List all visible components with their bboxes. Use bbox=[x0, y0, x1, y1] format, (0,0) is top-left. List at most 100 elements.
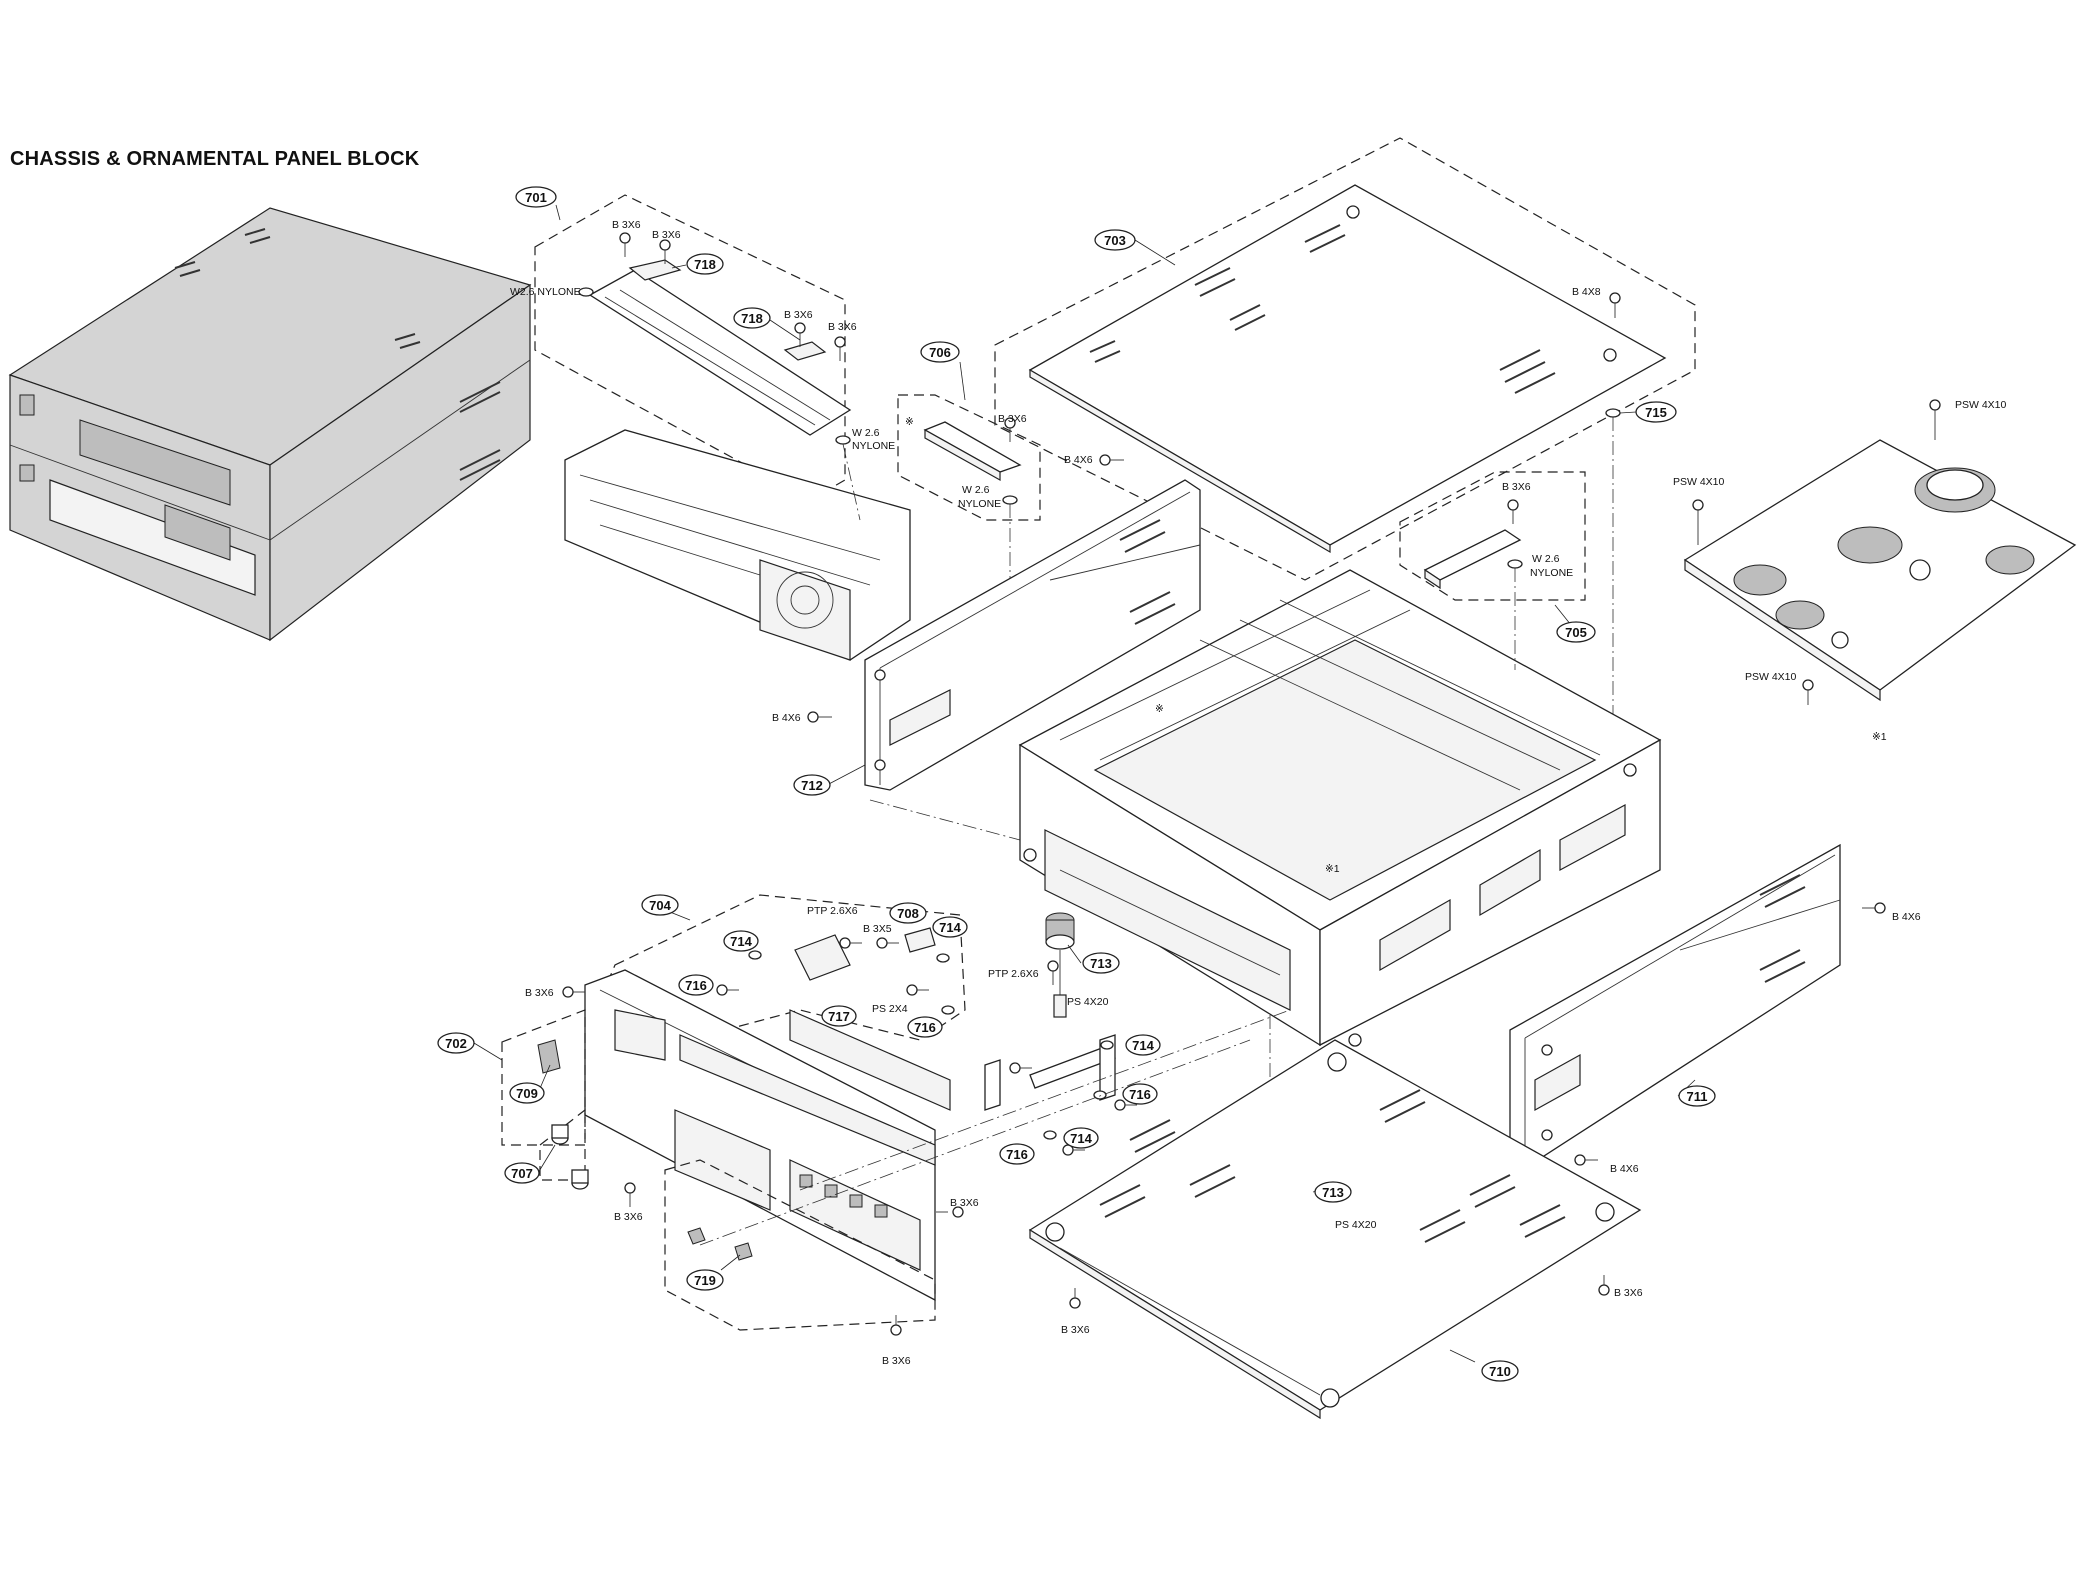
washer-label: W 2.6 bbox=[852, 427, 880, 439]
foot-713-upper bbox=[1045, 912, 1075, 1018]
svg-text:714: 714 bbox=[730, 934, 752, 949]
screw-icon bbox=[1598, 1275, 1610, 1296]
part-label-718: 718 bbox=[686, 253, 724, 275]
part-label-713: 713 bbox=[1082, 952, 1120, 974]
screw-icon bbox=[890, 1315, 902, 1336]
svg-text:714: 714 bbox=[1132, 1038, 1154, 1053]
screw-icon bbox=[1802, 679, 1814, 705]
knob-icon bbox=[571, 1169, 589, 1190]
part-label-714: 714 bbox=[1125, 1034, 1161, 1056]
screw-icon bbox=[1609, 292, 1621, 318]
screw-icon bbox=[834, 336, 846, 361]
screw-icon bbox=[1047, 960, 1059, 985]
washer-icon bbox=[1002, 495, 1018, 505]
part-group-712 bbox=[807, 454, 1201, 841]
screw-label: B 4X8 bbox=[1572, 286, 1601, 298]
screw-icon bbox=[906, 984, 929, 996]
washer-icon bbox=[1100, 1040, 1114, 1050]
washer-label: W 2.6 bbox=[1532, 553, 1560, 565]
screw-icon bbox=[562, 986, 585, 998]
svg-text:713: 713 bbox=[1090, 956, 1112, 971]
part-group-704 bbox=[501, 894, 1291, 1336]
screw-icon bbox=[1114, 1099, 1137, 1111]
svg-text:714: 714 bbox=[939, 920, 961, 935]
screw-label: B 3X6 bbox=[652, 229, 681, 241]
screw-icon bbox=[619, 232, 631, 257]
washer-icon bbox=[1043, 1130, 1057, 1140]
svg-text:705: 705 bbox=[1565, 625, 1587, 640]
part-group-701 bbox=[534, 194, 911, 661]
screw-icon bbox=[839, 937, 862, 949]
screw-icon bbox=[1929, 399, 1941, 440]
svg-text:716: 716 bbox=[1129, 1087, 1151, 1102]
svg-text:702: 702 bbox=[445, 1036, 467, 1051]
screw-label: B 3X6 bbox=[784, 309, 813, 321]
screw-label: B 3X6 bbox=[1502, 481, 1531, 493]
washer-label: NYLONE bbox=[852, 440, 895, 452]
part-label-714: 714 bbox=[932, 916, 968, 938]
screw-label: PS 4X20 bbox=[1335, 1219, 1377, 1231]
svg-text:716: 716 bbox=[685, 978, 707, 993]
part-group-705 bbox=[1399, 471, 1586, 670]
part-label-713: 713 bbox=[1314, 1181, 1352, 1203]
screw-label: B 3X6 bbox=[950, 1197, 979, 1209]
svg-text:707: 707 bbox=[511, 1166, 533, 1181]
svg-text:701: 701 bbox=[525, 190, 547, 205]
part-label-701: 701 bbox=[515, 186, 557, 208]
part-label-710: 710 bbox=[1481, 1360, 1519, 1382]
part-label-719: 719 bbox=[686, 1269, 724, 1291]
note-mark: ※ bbox=[1155, 703, 1164, 715]
washer-icon bbox=[1605, 408, 1621, 418]
diagram-title: CHASSIS & ORNAMENTAL PANEL BLOCK bbox=[10, 148, 420, 170]
svg-text:716: 716 bbox=[914, 1020, 936, 1035]
svg-text:704: 704 bbox=[649, 898, 671, 913]
screw-label: B 3X6 bbox=[1614, 1287, 1643, 1299]
screw-label: PS 2X4 bbox=[872, 1003, 908, 1015]
part-label-716: 716 bbox=[907, 1016, 943, 1038]
screw-label: PSW 4X10 bbox=[1673, 476, 1725, 488]
screw-label: PSW 4X10 bbox=[1955, 399, 2007, 411]
part-group-710 bbox=[1028, 1039, 1642, 1420]
screw-icon bbox=[659, 239, 671, 264]
svg-text:710: 710 bbox=[1489, 1364, 1511, 1379]
washer-label: W2.6 NYLONE bbox=[510, 286, 581, 298]
svg-text:708: 708 bbox=[897, 906, 919, 921]
svg-text:713: 713 bbox=[1322, 1185, 1344, 1200]
svg-text:711: 711 bbox=[1687, 1089, 1708, 1104]
screw-label: B 4X6 bbox=[1892, 911, 1921, 923]
screw-icon bbox=[1069, 1288, 1081, 1309]
part-label-714: 714 bbox=[723, 930, 759, 952]
part-label-702: 702 bbox=[437, 1032, 475, 1054]
screw-icon bbox=[624, 1182, 636, 1207]
screw-icon bbox=[936, 1206, 964, 1218]
screw-label: B 4X6 bbox=[1064, 454, 1093, 466]
screw-label: B 4X6 bbox=[1610, 1163, 1639, 1175]
screw-label: B 3X6 bbox=[1061, 1324, 1090, 1336]
svg-text:714: 714 bbox=[1070, 1131, 1092, 1146]
washer-label: NYLONE bbox=[958, 498, 1001, 510]
svg-text:703: 703 bbox=[1104, 233, 1126, 248]
part-label-709: 709 bbox=[509, 1082, 545, 1104]
part-label-716: 716 bbox=[999, 1143, 1035, 1165]
part-label-718: 718 bbox=[733, 307, 771, 329]
svg-text:709: 709 bbox=[516, 1086, 538, 1101]
part-label-716: 716 bbox=[1122, 1083, 1158, 1105]
svg-text:719: 719 bbox=[694, 1273, 716, 1288]
screw-label: B 3X6 bbox=[828, 321, 857, 333]
screw-label: B 3X6 bbox=[998, 413, 1027, 425]
part-label-716: 716 bbox=[678, 974, 714, 996]
part-group-711 bbox=[1509, 843, 1886, 1166]
washer-icon bbox=[936, 953, 950, 963]
part-label-708: 708 bbox=[889, 902, 927, 924]
screw-label: PTP 2.6X6 bbox=[807, 905, 858, 917]
washer-icon bbox=[835, 435, 851, 445]
screw-label: PS 4X20 bbox=[1067, 996, 1109, 1008]
part-label-706: 706 bbox=[920, 341, 960, 363]
screw-icon bbox=[807, 711, 832, 723]
part-label-714: 714 bbox=[1063, 1127, 1099, 1149]
screw-label: B 3X6 bbox=[614, 1211, 643, 1223]
note-mark: ※1 bbox=[1325, 863, 1340, 875]
screw-icon bbox=[1507, 499, 1519, 524]
assembled-unit-illustration bbox=[8, 207, 532, 642]
